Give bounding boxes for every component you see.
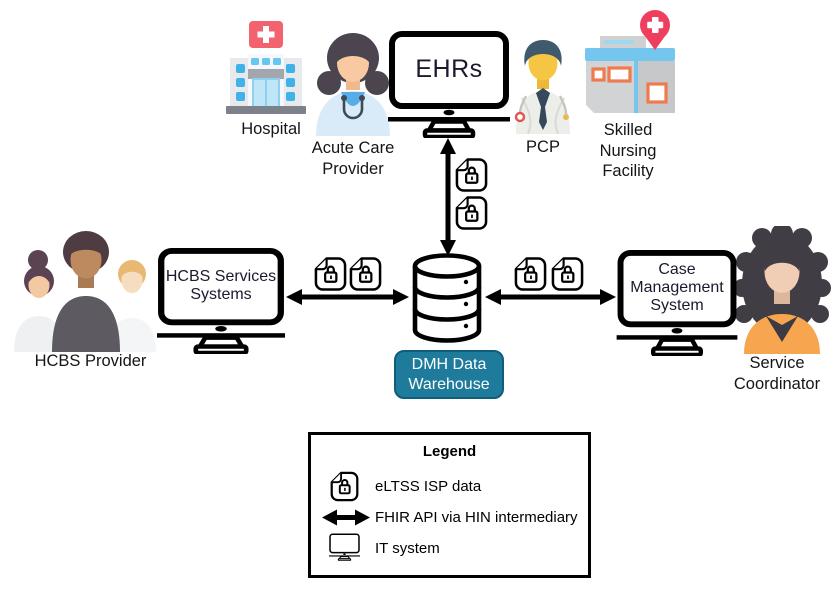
acute-care-provider-label: Acute Care Provider: [311, 139, 395, 178]
ehrs-warehouse-double-arrow-icon: [440, 138, 456, 256]
hcbs-warehouse-double-arrow-icon: [286, 289, 409, 305]
hcbs-services-systems-monitor: HCBS Services Systems: [157, 247, 285, 354]
monitor-icon: [329, 533, 360, 561]
pcp-label: PCP: [526, 138, 560, 156]
hospital-label: Hospital: [241, 120, 301, 138]
double-headed-arrow-icon: [322, 509, 370, 526]
lock-document-icon: [349, 256, 382, 292]
hcbs-provider-label: HCBS Provider: [34, 352, 147, 370]
lock-document-icon: [314, 256, 347, 292]
dmh-data-warehouse-badge: DMH Data Warehouse: [394, 350, 504, 399]
hospital-building-icon: [226, 21, 306, 114]
hcbs-provider-icon: [14, 231, 156, 352]
skilled-nursing-facility-label: Skilled Nursing Facility: [599, 121, 657, 181]
hcbs-services-systems-label: HCBS Services Systems: [165, 268, 277, 303]
legend-item-label: FHIR API via HIN intermediary: [375, 509, 578, 526]
database-cylinder-icon: [412, 253, 482, 343]
lock-document-icon: [551, 256, 584, 292]
lock-document-icon: [514, 256, 547, 292]
case-management-system-label: Case Management System: [630, 261, 724, 314]
legend-title: Legend: [422, 443, 477, 460]
service-coordinator-icon: [733, 226, 831, 354]
warehouse-case-double-arrow-icon: [485, 289, 616, 305]
pcp-icon: [514, 40, 570, 134]
skilled-nursing-facility-icon: [585, 10, 675, 113]
ehrs-label: EHRs: [415, 55, 483, 83]
acute-care-provider-icon: [316, 33, 390, 136]
ehrs-monitor: EHRs: [388, 30, 510, 138]
legend-box: Legend eLTSS ISP data FHIR API via HIN i…: [308, 432, 591, 578]
case-management-system-monitor: Case Management System: [616, 249, 738, 356]
legend-item-label: IT system: [375, 540, 440, 557]
service-coordinator-label: Service Coordinator: [733, 354, 821, 393]
legend-item-label: eLTSS ISP data: [375, 478, 482, 495]
lock-document-icon: [455, 195, 488, 231]
dmh-data-warehouse-label: DMH Data Warehouse: [408, 355, 490, 393]
lock-document-icon: [330, 471, 359, 502]
lock-document-icon: [455, 157, 488, 193]
